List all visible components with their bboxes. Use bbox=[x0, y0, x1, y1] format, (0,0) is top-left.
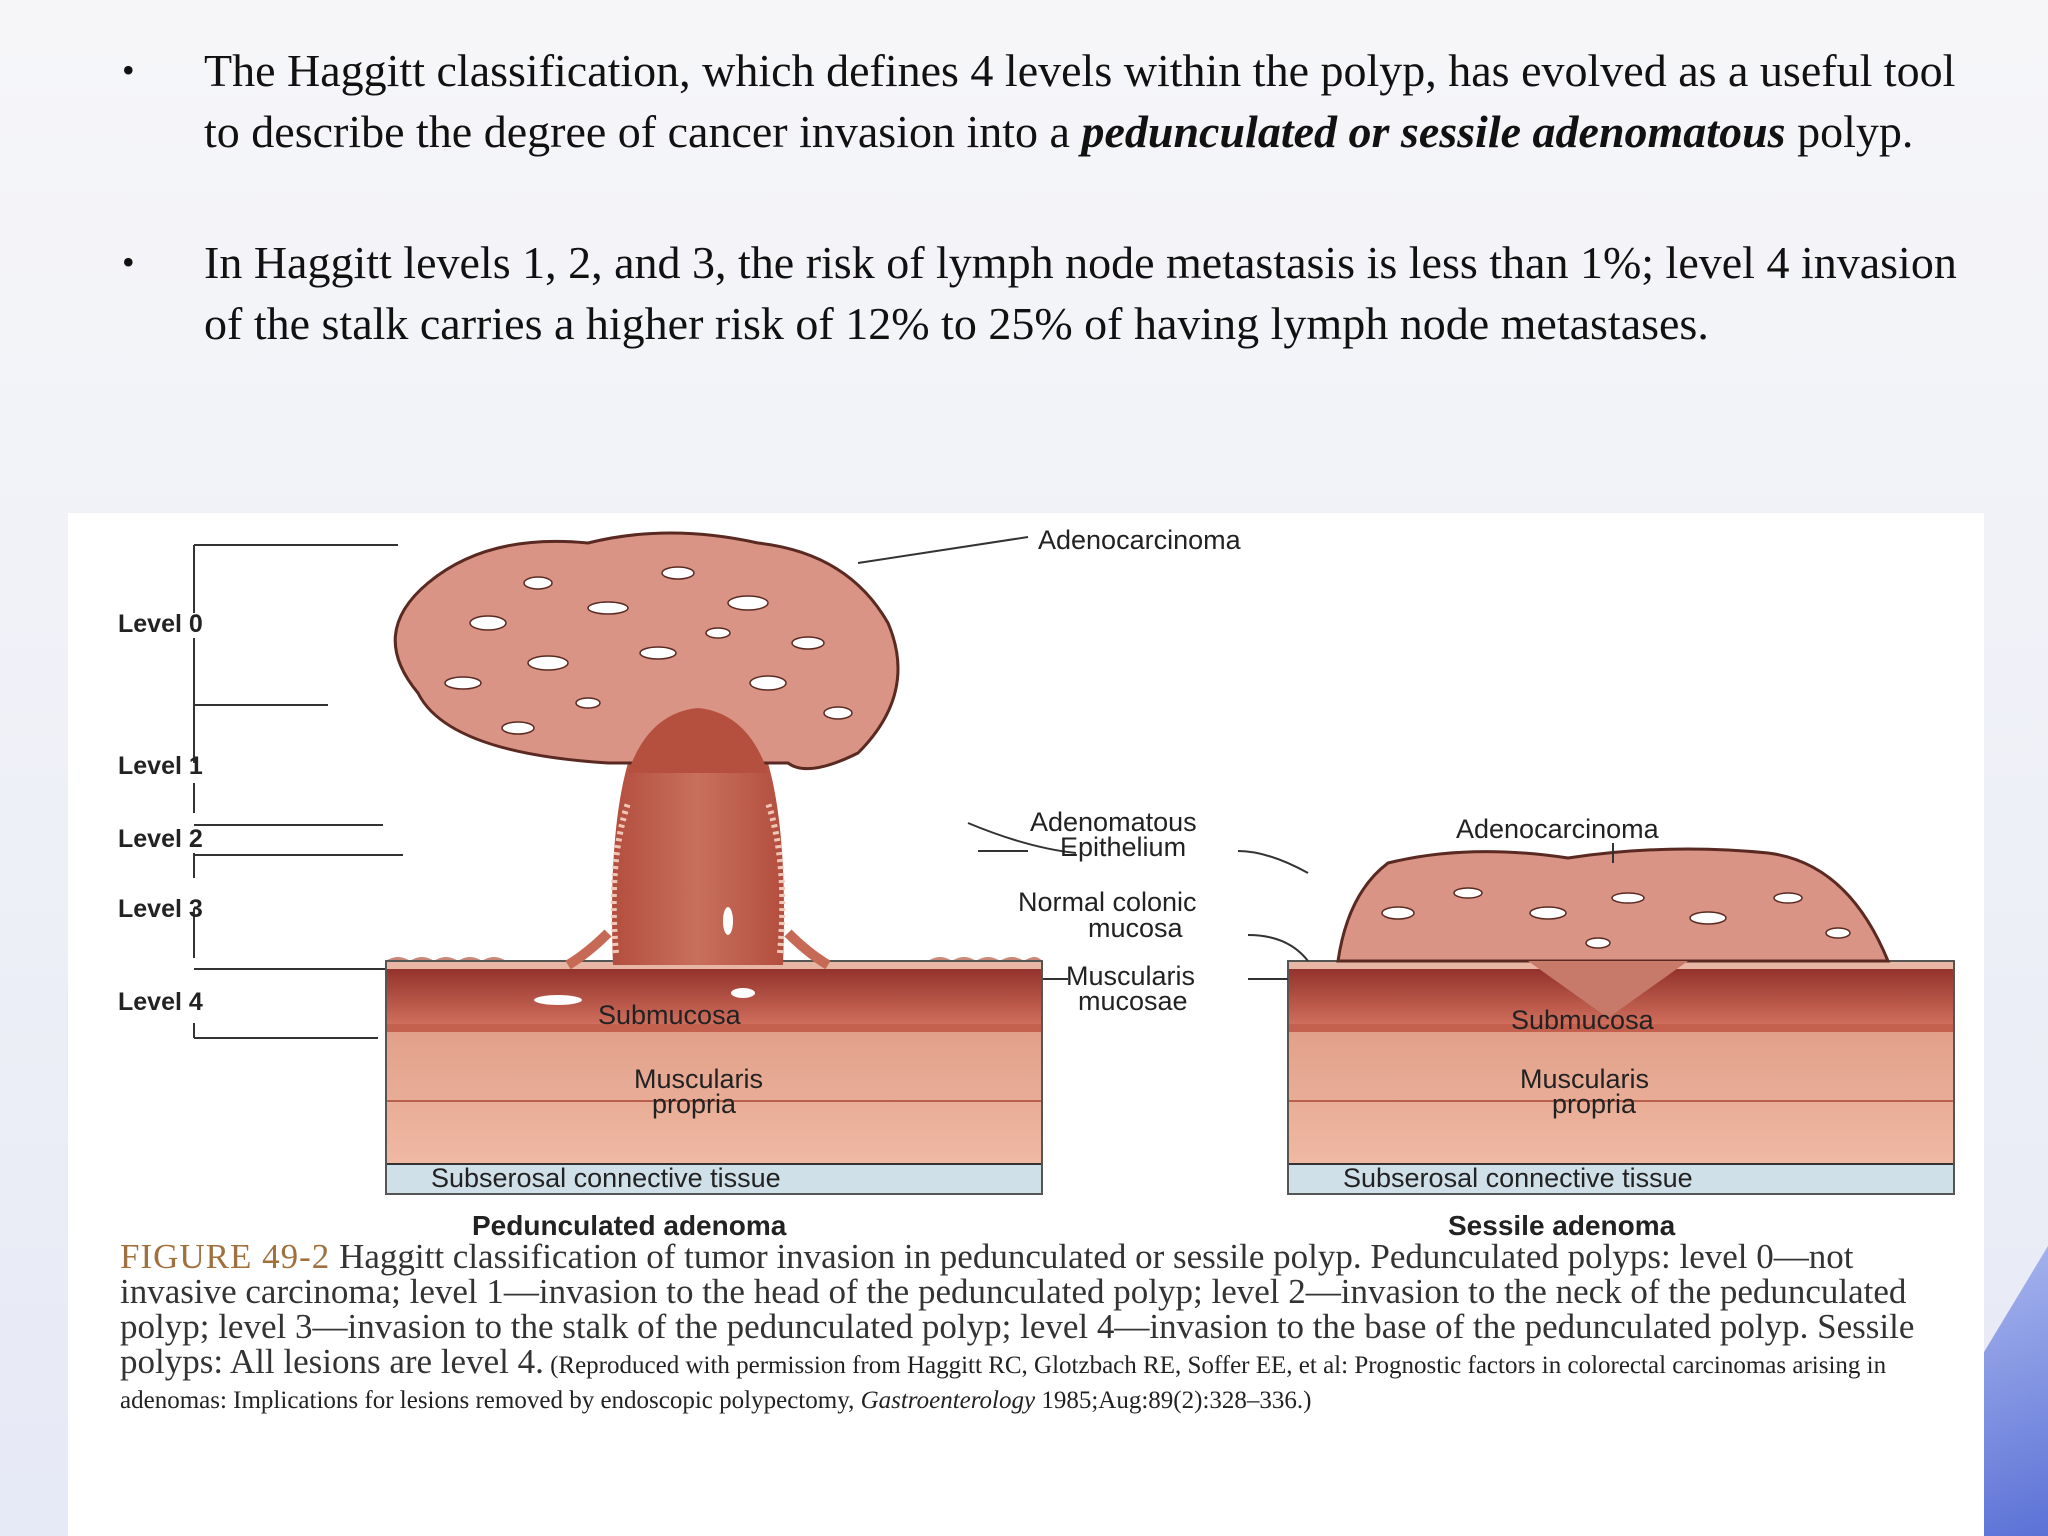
pedunculated-polyp-head bbox=[393, 531, 1029, 773]
pedunculated-title: Pedunculated adenoma bbox=[472, 1210, 787, 1241]
citation-tail: 1985;Aug:89(2):328–336.) bbox=[1035, 1387, 1312, 1414]
adenomatous-label-line1: Adenomatous bbox=[1030, 807, 1197, 837]
sessile-title: Sessile adenoma bbox=[1448, 1210, 1676, 1241]
citation-journal: Gastroenterology bbox=[860, 1387, 1036, 1414]
leader-lines bbox=[967, 822, 1309, 980]
bullet-1-emphasis: pedunculated or sessile adenomatous bbox=[1081, 106, 1786, 157]
level-1-label: Level 1 bbox=[118, 752, 203, 780]
bullet-list: • The Haggitt classification, which defi… bbox=[118, 40, 1958, 424]
sessile-muscularis-propria-line2: propria bbox=[1552, 1089, 1637, 1119]
ped-muscularis-propria-line1: Muscularis bbox=[634, 1064, 763, 1094]
figure-number: FIGURE 49-2 bbox=[120, 1237, 331, 1276]
sessile-polyp bbox=[1336, 843, 1891, 1018]
sessile-subserosal-label: Subserosal connective tissue bbox=[1343, 1163, 1693, 1193]
normal-mucosa-label-line2: mucosa bbox=[1088, 913, 1184, 943]
bullet-1-text-pre: The Haggitt classification, which define… bbox=[204, 45, 1956, 157]
figure-caption: FIGURE 49-2 Haggitt classification of tu… bbox=[120, 1239, 1950, 1414]
bullet-text-1: The Haggitt classification, which define… bbox=[204, 40, 1958, 162]
level-2-label: Level 2 bbox=[118, 825, 203, 853]
muscularis-mucosae-label-line1: Muscularis bbox=[1066, 961, 1195, 991]
caption-text: Haggitt classification of tumor invasion… bbox=[120, 1237, 1915, 1381]
level-4-label: Level 4 bbox=[118, 988, 203, 1016]
sessile-muscularis-propria-line1: Muscularis bbox=[1520, 1064, 1649, 1094]
haggitt-figure: Level 0 Level 1 Level 2 Level 3 Level 4 bbox=[68, 513, 1984, 1536]
sessile-submucosa-label: Submucosa bbox=[1511, 1005, 1655, 1035]
haggitt-diagram: Level 0 Level 1 Level 2 Level 3 Level 4 bbox=[118, 525, 1955, 1241]
ped-subserosal-label: Subserosal connective tissue bbox=[431, 1163, 781, 1193]
ped-muscularis-propria-line2: propria bbox=[652, 1089, 737, 1119]
muscularis-mucosae-label-line2: mucosae bbox=[1078, 986, 1188, 1016]
bullet-1-text-post: polyp. bbox=[1785, 106, 1914, 157]
level-3-label: Level 3 bbox=[118, 895, 203, 923]
level-bracket bbox=[193, 544, 403, 1039]
citation-text: (Reproduced with permission from Haggitt… bbox=[120, 1352, 1887, 1414]
caption-citation: (Reproduced with permission from Haggitt… bbox=[120, 1352, 1886, 1414]
bullet-item-2: • In Haggitt levels 1, 2, and 3, the ris… bbox=[118, 232, 1958, 354]
ped-adenocarcinoma-label: Adenocarcinoma bbox=[1038, 525, 1242, 555]
bullet-text-2: In Haggitt levels 1, 2, and 3, the risk … bbox=[204, 237, 1957, 349]
sessile-adenocarcinoma-label: Adenocarcinoma bbox=[1456, 814, 1660, 844]
normal-mucosa-label-line1: Normal colonic bbox=[1018, 887, 1197, 917]
bullet-item-1: • The Haggitt classification, which defi… bbox=[118, 40, 1958, 162]
bullet-marker: • bbox=[122, 50, 135, 90]
pedunculated-stalk bbox=[565, 763, 831, 970]
ped-submucosa-label: Submucosa bbox=[598, 1000, 742, 1030]
bullet-marker: • bbox=[122, 242, 135, 282]
level-0-label: Level 0 bbox=[118, 610, 203, 638]
decorative-corner-shape bbox=[1978, 1246, 2048, 1536]
adenomatous-label-line2: Epithelium bbox=[1060, 832, 1186, 862]
